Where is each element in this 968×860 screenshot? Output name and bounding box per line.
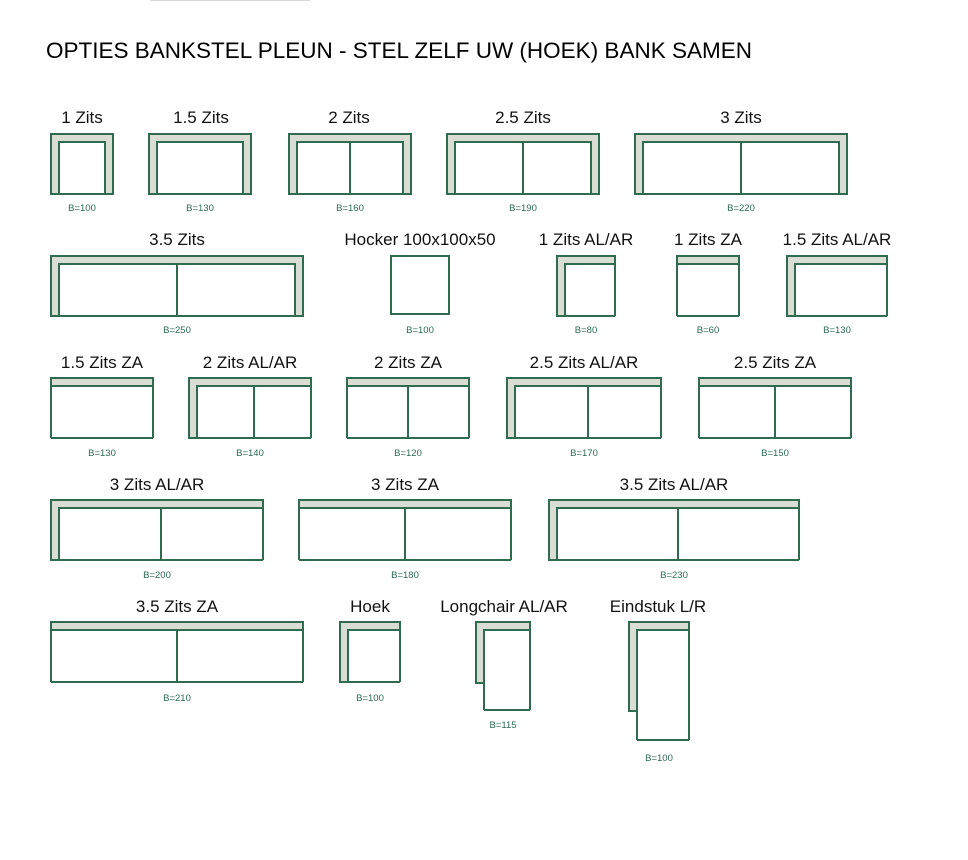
item-width-3-5-zits-za: B=210	[163, 693, 191, 704]
item-width-2-5-zits-al-ar: B=170	[570, 448, 598, 459]
item-label-2-zits-za: 2 Zits ZA	[373, 353, 443, 372]
item-label-2-5-zits: 2.5 Zits	[495, 108, 551, 127]
backrest	[50, 377, 154, 387]
sofa-diagram-3-5-zits-za	[50, 621, 304, 683]
item-width-3-5-zits: B=250	[163, 325, 191, 336]
item-width-1-5-zits-al-ar: B=130	[823, 325, 851, 336]
page-title: OPTIES BANKSTEL PLEUN - STEL ZELF UW (HO…	[46, 38, 752, 63]
item-width-eindstuk-l-r: B=100	[645, 753, 673, 764]
item-width-2-5-zits: B=190	[509, 203, 537, 214]
sofa-frame	[556, 255, 616, 317]
item-label-3-5-zits: 3.5 Zits	[149, 230, 205, 249]
sofa-diagram-1-zits	[50, 133, 114, 195]
item-width-1-zits-za: B=60	[696, 325, 720, 336]
sofa-diagram-1-zits-za	[676, 255, 740, 317]
sofa-diagram-3-zits-za	[298, 499, 512, 561]
item-label-hoek: Hoek	[350, 597, 390, 616]
backrest	[346, 377, 470, 387]
item-label-3-5-zits-za: 3.5 Zits ZA	[135, 597, 219, 616]
sofa-diagram-2-zits	[288, 133, 412, 195]
sofa-frame	[506, 377, 662, 439]
item-label-3-zits-al-ar: 3 Zits AL/AR	[109, 475, 205, 494]
item-label-eindstuk-l-r: Eindstuk L/R	[609, 597, 707, 616]
sofa-diagram-2-5-zits	[446, 133, 600, 195]
item-label-1-zits: 1 Zits	[61, 108, 103, 127]
sofa-diagram-1-5-zits-al-ar	[786, 255, 888, 317]
backrest	[298, 499, 512, 509]
item-width-2-zits-za: B=120	[394, 448, 422, 459]
item-label-2-5-zits-za: 2.5 Zits ZA	[733, 353, 817, 372]
item-label-1-zits-za: 1 Zits ZA	[673, 230, 743, 249]
sofa-diagram-1-5-zits-za	[50, 377, 154, 439]
item-width-1-zits-al-ar: B=80	[574, 325, 598, 336]
item-label-2-zits: 2 Zits	[328, 108, 370, 127]
item-label-longchair-al-ar: Longchair AL/AR	[440, 597, 568, 616]
item-width-1-zits: B=100	[68, 203, 96, 214]
item-label-hocker-100x100x50: Hocker 100x100x50	[344, 230, 496, 249]
sofa-diagram-eindstuk-l-r	[628, 621, 690, 741]
sofa-diagram-2-5-zits-za	[698, 377, 852, 439]
sofa-diagram-hoek	[339, 621, 401, 683]
backrest	[50, 621, 304, 631]
endpiece-frame	[628, 621, 690, 712]
sofa-diagram-2-zits-za	[346, 377, 470, 439]
item-label-1-5-zits-al-ar: 1.5 Zits AL/AR	[782, 230, 892, 249]
item-width-2-zits-al-ar: B=140	[236, 448, 264, 459]
item-width-hocker-100x100x50: B=100	[406, 325, 434, 336]
sofa-frame	[786, 255, 888, 317]
item-width-3-zits-za: B=180	[391, 570, 419, 581]
sofa-diagram-hocker-100x100x50	[390, 255, 450, 315]
item-width-3-5-zits-al-ar: B=230	[660, 570, 688, 581]
item-width-hoek: B=100	[356, 693, 384, 704]
sofa-frame	[50, 499, 264, 561]
backrest	[698, 377, 852, 387]
longchair-frame	[475, 621, 531, 684]
item-width-longchair-al-ar: B=115	[489, 720, 517, 731]
item-width-2-5-zits-za: B=150	[761, 448, 789, 459]
item-label-1-5-zits: 1.5 Zits	[173, 108, 229, 127]
item-label-3-zits-za: 3 Zits ZA	[370, 475, 440, 494]
corner-frame	[339, 621, 401, 683]
sofa-diagram-3-5-zits-al-ar	[548, 499, 800, 561]
item-label-2-zits-al-ar: 2 Zits AL/AR	[202, 353, 298, 372]
item-width-2-zits: B=160	[336, 203, 364, 214]
sofa-frame	[188, 377, 312, 439]
sofa-diagram-longchair-al-ar	[475, 621, 531, 711]
item-width-3-zits-al-ar: B=200	[143, 570, 171, 581]
top-divider-line	[150, 0, 310, 1]
item-width-1-5-zits: B=130	[186, 203, 214, 214]
sofa-frame	[548, 499, 800, 561]
sofa-diagram-2-zits-al-ar	[188, 377, 312, 439]
backrest	[676, 255, 740, 265]
sofa-diagram-2-5-zits-al-ar	[506, 377, 662, 439]
sofa-diagram-1-5-zits	[148, 133, 252, 195]
sofa-diagram-3-zits-al-ar	[50, 499, 264, 561]
item-label-1-5-zits-za: 1.5 Zits ZA	[60, 353, 144, 372]
item-label-2-5-zits-al-ar: 2.5 Zits AL/AR	[529, 353, 639, 372]
sofa-diagram-3-5-zits	[50, 255, 304, 317]
item-label-3-5-zits-al-ar: 3.5 Zits AL/AR	[619, 475, 729, 494]
item-width-1-5-zits-za: B=130	[88, 448, 116, 459]
hocker-outline	[390, 255, 450, 315]
sofa-frame	[148, 133, 252, 195]
item-width-3-zits: B=220	[727, 203, 755, 214]
sofa-frame	[50, 133, 114, 195]
sofa-diagram-1-zits-al-ar	[556, 255, 616, 317]
item-label-1-zits-al-ar: 1 Zits AL/AR	[538, 230, 634, 249]
item-label-3-zits: 3 Zits	[720, 108, 762, 127]
sofa-diagram-3-zits	[634, 133, 848, 195]
